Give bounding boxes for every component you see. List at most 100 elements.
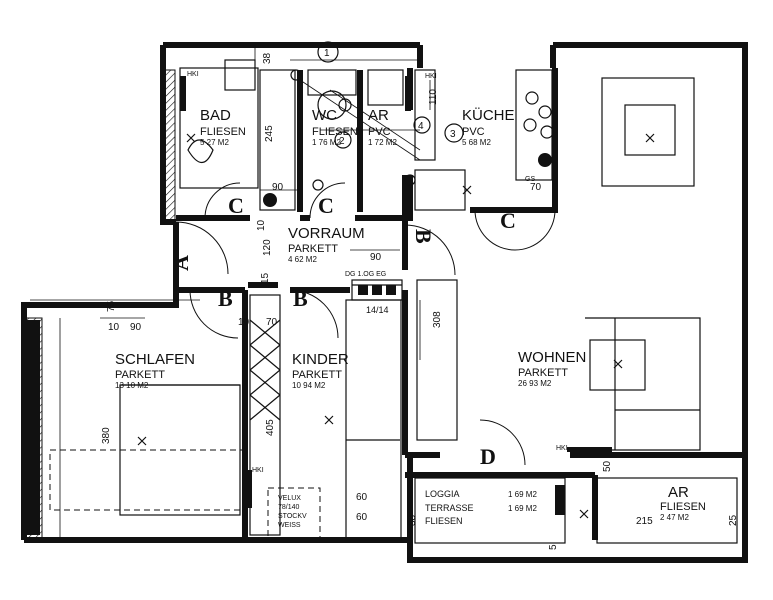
- room-name-kueche: KÜCHE: [462, 106, 515, 124]
- dim-5: 5: [548, 544, 559, 550]
- room-name-bad: BAD: [200, 107, 231, 124]
- door-label-b-schlafen: B: [218, 286, 233, 311]
- dimensions: 38 110 245 90 10 120 15 90 10 90 70 380 …: [101, 52, 739, 550]
- dim-10-vorraum: 10: [238, 317, 250, 328]
- room-name-wc: WC: [312, 107, 337, 124]
- hki-kinder: HKI: [252, 467, 264, 474]
- velux-line-1: VELUX: [278, 495, 301, 502]
- room-area-kinder: 10 94 M2: [292, 381, 326, 390]
- dim-308: 308: [432, 311, 443, 328]
- door-label-c-wc: C: [318, 193, 334, 218]
- dim-90-schlafen: 90: [130, 322, 142, 333]
- room-name-ar2: AR: [668, 484, 689, 501]
- dim-50: 50: [602, 460, 613, 472]
- dim-75: 75: [106, 300, 117, 312]
- door-label-b-kueche: B: [411, 229, 436, 244]
- room-area-kueche: 5 68 M2: [462, 138, 491, 147]
- room-floor-kueche: PVC: [462, 126, 485, 138]
- floor-indicator: DG 1.OG EG: [345, 271, 386, 278]
- room-floor-wc: FLIESEN: [312, 126, 358, 138]
- room-name-ar1: AR: [368, 107, 389, 124]
- dim-90-vorraum: 90: [370, 252, 382, 263]
- annotations: HKI HKI HKI HKI GS DG 1.OG EG 14/14 VELU…: [187, 71, 568, 529]
- room-name-schlafen: SCHLAFEN: [115, 351, 195, 368]
- room-floor-ar1: PVC: [368, 126, 391, 138]
- dim-15: 15: [260, 272, 271, 284]
- dim-60-a: 60: [356, 492, 368, 503]
- fixtures: [30, 45, 738, 544]
- dim-70-kueche: 70: [530, 182, 542, 193]
- dim-120: 120: [262, 239, 273, 256]
- room-ar2: AR FLIESEN 2 47 M2: [660, 484, 706, 522]
- dim-38-bottom: 38: [407, 514, 418, 526]
- dim-90-bad: 90: [272, 182, 284, 193]
- room-vorraum: VORRAUM PARKETT 4 62 M2: [288, 225, 365, 264]
- room-area-schlafen: 13 10 M2: [115, 381, 149, 390]
- room-loggia-terrasse: LOGGIA 1 69 M2 TERRASSE 1 69 M2 FLIESEN: [425, 489, 537, 526]
- velux-line-3: STOCKV: [278, 513, 307, 520]
- door-label-a: A: [168, 255, 193, 271]
- room-area-bad: 5 27 M2: [200, 138, 229, 147]
- room-area-terrasse: 1 69 M2: [508, 504, 537, 513]
- marker-3: 3: [450, 129, 456, 140]
- room-area-wohnen: 26 93 M2: [518, 379, 552, 388]
- room-wohnen: WOHNEN PARKETT 26 93 M2: [518, 349, 586, 388]
- door-label-c-kueche: C: [500, 208, 516, 233]
- room-bad: BAD FLIESEN 5 27 M2: [200, 107, 246, 147]
- marker-1: 1: [324, 48, 330, 59]
- room-floor-ar2: FLIESEN: [660, 501, 706, 513]
- light-marks: [137, 133, 655, 519]
- room-area-vorraum: 4 62 M2: [288, 255, 317, 264]
- door-labels: A B B B C C C D: [168, 193, 516, 469]
- marker-2: 2: [339, 136, 345, 147]
- velux-line-4: WEISS: [278, 522, 301, 529]
- dim-25: 25: [728, 514, 739, 526]
- doors: [175, 182, 556, 466]
- hki-kueche: HKI: [425, 73, 437, 80]
- room-name-kinder: KINDER: [292, 351, 349, 368]
- room-area-ar1: 1 72 M2: [368, 138, 397, 147]
- hki-bad: HKI: [187, 71, 199, 78]
- marker-4: 4: [418, 121, 424, 132]
- room-schlafen: SCHLAFEN PARKETT 13 10 M2: [115, 351, 195, 390]
- hatched-wall-bad: [162, 69, 176, 221]
- room-name-terrasse: TERRASSE: [425, 503, 474, 513]
- room-floor-vorraum: PARKETT: [288, 243, 338, 255]
- room-wc: WC FLIESEN 1 76 M2: [312, 107, 358, 147]
- room-floor-wohnen: PARKETT: [518, 367, 568, 379]
- room-ar1: AR PVC 1 72 M2: [368, 107, 397, 147]
- dim-245: 245: [264, 125, 275, 142]
- room-area-ar2: 2 47 M2: [660, 513, 689, 522]
- room-floor-bad: FLIESEN: [200, 126, 246, 138]
- dim-70-kinder: 70: [266, 317, 278, 328]
- room-kueche: KÜCHE PVC 5 68 M2: [462, 106, 515, 147]
- room-floor-terrasse: FLIESEN: [425, 516, 463, 526]
- room-name-vorraum: VORRAUM: [288, 225, 365, 242]
- door-label-d: D: [480, 444, 496, 469]
- room-kinder: KINDER PARKETT 10 94 M2: [292, 351, 349, 390]
- dim-10-schlafen: 10: [108, 322, 120, 333]
- room-name-loggia: LOGGIA: [425, 489, 460, 499]
- markers: 1 2 3 4: [317, 41, 464, 149]
- room-name-wohnen: WOHNEN: [518, 349, 586, 366]
- hki-wohnen: HKI: [556, 445, 568, 452]
- dim-110: 110: [428, 89, 439, 105]
- gs-label: GS: [525, 176, 535, 183]
- room-area-wc: 1 76 M2: [312, 138, 341, 147]
- dim-60-b: 60: [356, 512, 368, 523]
- dim-10-bad: 10: [256, 219, 267, 231]
- dim-215: 215: [636, 516, 653, 527]
- room-floor-schlafen: PARKETT: [115, 369, 165, 381]
- panel-label: 14/14: [366, 305, 389, 315]
- solid-wall-segment: [26, 320, 40, 535]
- velux-line-2: 78/140: [278, 504, 300, 511]
- room-area-loggia: 1 69 M2: [508, 490, 537, 499]
- dim-405: 405: [265, 419, 276, 436]
- electrical-symbols: [263, 69, 552, 207]
- door-label-b-kinder: B: [293, 286, 308, 311]
- room-floor-kinder: PARKETT: [292, 369, 342, 381]
- dim-38-top: 38: [262, 52, 273, 64]
- door-label-c-bad: C: [228, 193, 244, 218]
- dim-380: 380: [101, 427, 112, 444]
